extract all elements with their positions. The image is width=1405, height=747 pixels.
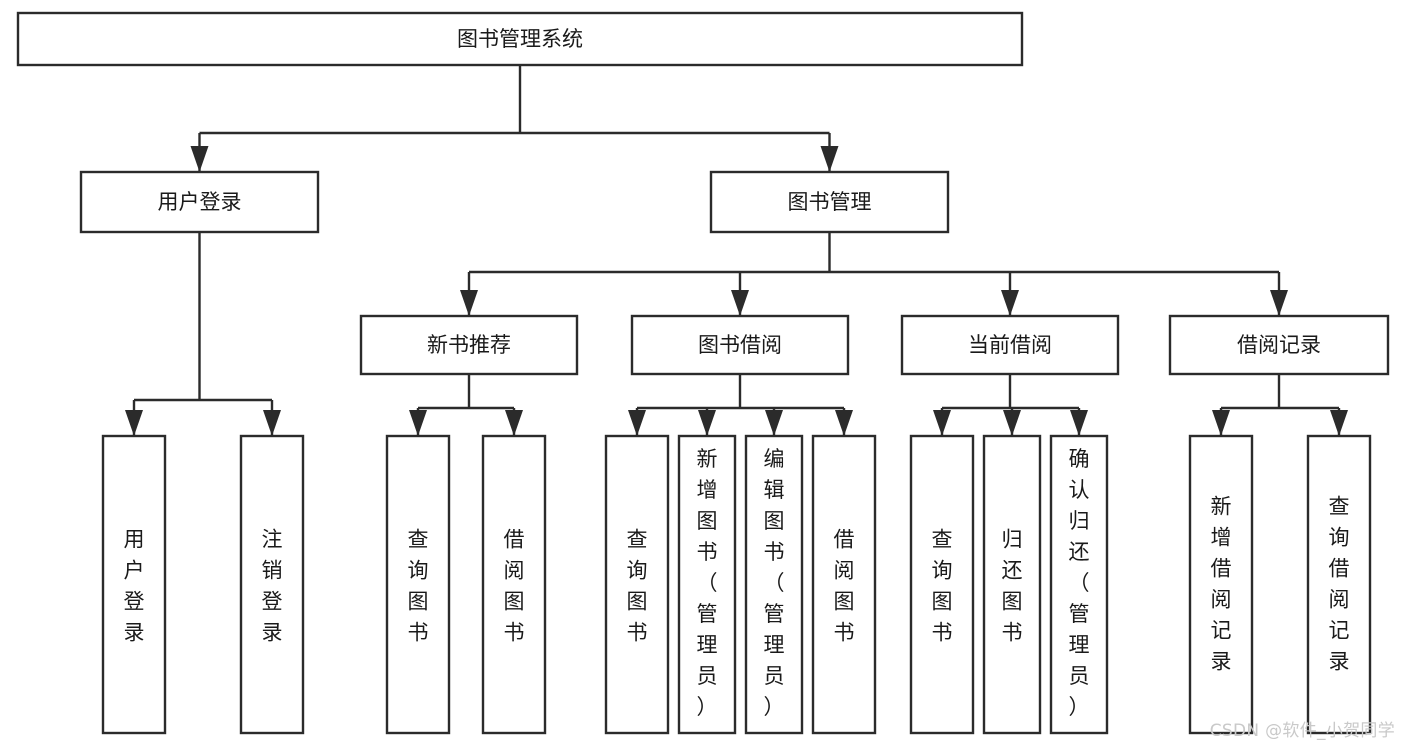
node-box-leaf-record-query — [1306, 434, 1372, 735]
node-leaf-record-query[interactable]: 查询借阅记录 — [1306, 434, 1372, 735]
node-box-current-borrow — [900, 314, 1120, 376]
node-box-leaf-current-confirm — [1049, 434, 1109, 735]
node-leaf-borrow-add[interactable]: 新增图书（管理员） — [677, 434, 737, 735]
node-label-leaf-recommend-borrow: 借阅图书 — [504, 528, 525, 645]
node-label-leaf-current-confirm: 确认归还（管理员） — [1069, 447, 1090, 719]
arrow-head-icon-borrow-record — [1270, 290, 1288, 316]
arrow-head-icon-new-book-recommend — [460, 290, 478, 316]
node-layer: 图书管理系统用户登录图书管理新书推荐图书借阅当前借阅借阅记录用户登录注销登录查询… — [16, 11, 1390, 735]
node-box-leaf-record-add — [1188, 434, 1254, 735]
node-leaf-recommend-borrow[interactable]: 借阅图书 — [481, 434, 547, 735]
watermark-label: CSDN @软件_小贺同学 — [1209, 721, 1395, 741]
node-leaf-user-login[interactable]: 用户登录 — [101, 434, 167, 735]
node-leaf-borrow-do[interactable]: 借阅图书 — [811, 434, 877, 735]
node-box-leaf-user-logout — [239, 434, 305, 735]
node-box-leaf-recommend-query — [385, 434, 451, 735]
arrow-head-icon-leaf-borrow-do — [835, 410, 853, 436]
node-book-manage[interactable]: 图书管理 — [709, 170, 950, 234]
arrow-head-icon-user-login — [190, 146, 209, 172]
node-label-new-book-recommend: 新书推荐 — [427, 333, 511, 357]
arrow-head-icon-leaf-borrow-query — [628, 410, 646, 436]
node-book-borrow[interactable]: 图书借阅 — [630, 314, 850, 376]
arrow-head-icon-current-borrow — [1001, 290, 1019, 316]
node-leaf-user-logout[interactable]: 注销登录 — [239, 434, 305, 735]
node-leaf-current-confirm[interactable]: 确认归还（管理员） — [1049, 434, 1109, 735]
arrow-head-icon-book-manage — [820, 146, 839, 172]
node-label-book-manage: 图书管理 — [788, 190, 872, 214]
node-label-leaf-current-query: 查询图书 — [932, 528, 953, 645]
node-leaf-borrow-query[interactable]: 查询图书 — [604, 434, 670, 735]
node-leaf-recommend-query[interactable]: 查询图书 — [385, 434, 451, 735]
node-label-leaf-borrow-query: 查询图书 — [627, 528, 648, 645]
node-label-borrow-record: 借阅记录 — [1237, 333, 1321, 357]
node-leaf-current-return[interactable]: 归还图书 — [982, 434, 1042, 735]
arrow-head-icon-leaf-recommend-query — [409, 410, 427, 436]
node-label-leaf-record-query: 查询借阅记录 — [1329, 495, 1350, 674]
node-label-leaf-user-login: 用户登录 — [124, 528, 145, 645]
node-box-leaf-borrow-do — [811, 434, 877, 735]
arrow-head-icon-leaf-current-confirm — [1070, 410, 1088, 436]
node-leaf-current-query[interactable]: 查询图书 — [909, 434, 975, 735]
node-label-leaf-borrow-add: 新增图书（管理员） — [697, 447, 718, 719]
node-box-user-login — [79, 170, 320, 234]
node-box-leaf-recommend-borrow — [481, 434, 547, 735]
node-label-leaf-current-return: 归还图书 — [1002, 528, 1023, 645]
arrow-head-icon-leaf-record-add — [1212, 410, 1230, 436]
node-label-leaf-recommend-query: 查询图书 — [408, 528, 429, 645]
node-box-leaf-borrow-edit — [744, 434, 804, 735]
node-box-new-book-recommend — [359, 314, 579, 376]
node-box-leaf-current-query — [909, 434, 975, 735]
node-box-leaf-borrow-query — [604, 434, 670, 735]
arrow-head-icon-leaf-current-query — [933, 410, 951, 436]
node-borrow-record[interactable]: 借阅记录 — [1168, 314, 1390, 376]
node-label-leaf-borrow-do: 借阅图书 — [834, 528, 855, 645]
node-user-login[interactable]: 用户登录 — [79, 170, 320, 234]
arrow-head-icon-leaf-user-logout — [263, 410, 281, 436]
node-label-root: 图书管理系统 — [457, 27, 583, 51]
node-label-current-borrow: 当前借阅 — [968, 333, 1052, 357]
arrow-head-icon-leaf-record-query — [1330, 410, 1348, 436]
node-label-user-login: 用户登录 — [158, 190, 242, 214]
node-box-book-manage — [709, 170, 950, 234]
node-label-leaf-borrow-edit: 编辑图书（管理员） — [764, 447, 785, 719]
arrow-head-icon-book-borrow — [731, 290, 749, 316]
node-leaf-record-add[interactable]: 新增借阅记录 — [1188, 434, 1254, 735]
connector-layer — [125, 65, 1348, 436]
node-box-leaf-borrow-add — [677, 434, 737, 735]
node-root[interactable]: 图书管理系统 — [16, 11, 1024, 67]
node-box-leaf-current-return — [982, 434, 1042, 735]
node-box-book-borrow — [630, 314, 850, 376]
node-box-leaf-user-login — [101, 434, 167, 735]
arrow-head-icon-leaf-recommend-borrow — [505, 410, 523, 436]
arrow-head-icon-leaf-borrow-edit — [765, 410, 783, 436]
node-leaf-borrow-edit[interactable]: 编辑图书（管理员） — [744, 434, 804, 735]
arrow-head-icon-leaf-current-return — [1003, 410, 1021, 436]
arrow-head-icon-leaf-borrow-add — [698, 410, 716, 436]
node-new-book-recommend[interactable]: 新书推荐 — [359, 314, 579, 376]
node-label-leaf-record-add: 新增借阅记录 — [1211, 495, 1232, 674]
node-label-book-borrow: 图书借阅 — [698, 333, 782, 357]
node-box-borrow-record — [1168, 314, 1390, 376]
arrow-head-icon-leaf-user-login — [125, 410, 143, 436]
node-current-borrow[interactable]: 当前借阅 — [900, 314, 1120, 376]
node-label-leaf-user-logout: 注销登录 — [262, 528, 283, 645]
node-box-root — [16, 11, 1024, 67]
